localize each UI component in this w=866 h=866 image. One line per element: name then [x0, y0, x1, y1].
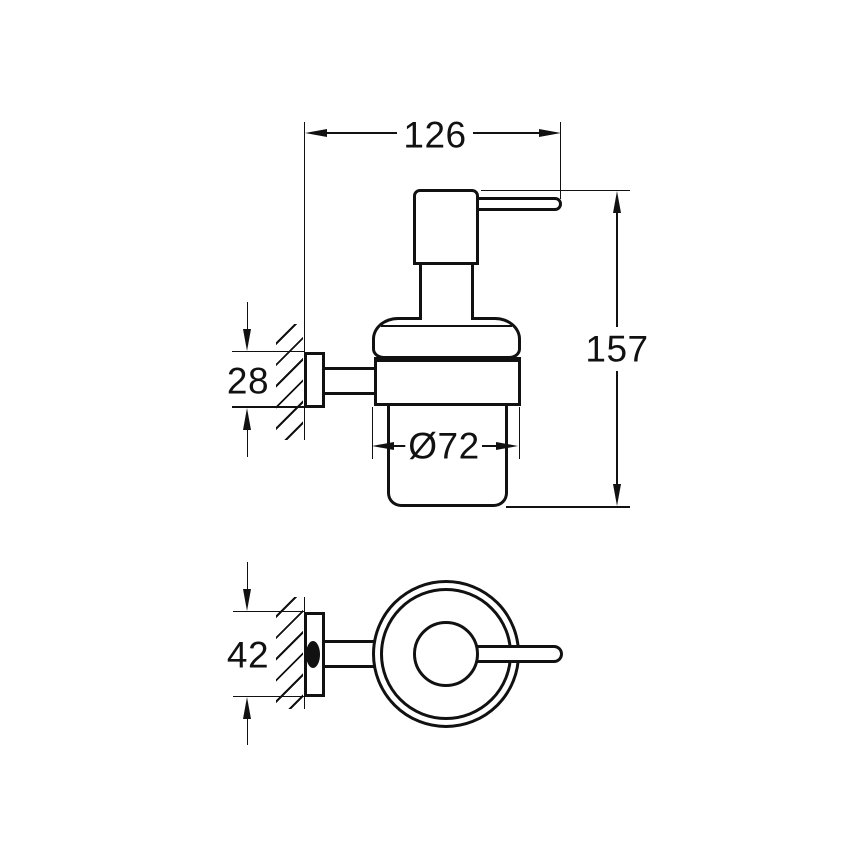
dim-line: [616, 213, 618, 327]
mount-arm: [323, 640, 377, 668]
wall-hatch: [276, 324, 303, 440]
arrowhead-down: [612, 484, 621, 506]
arrowhead-down: [243, 329, 251, 351]
ext-line: [559, 122, 561, 199]
dim-diameter-label: Ø72: [405, 427, 483, 465]
ext-line: [506, 506, 630, 508]
arrowhead-up: [243, 697, 251, 719]
arrowhead-up: [243, 408, 251, 430]
pump-neck: [419, 264, 474, 320]
dim-bracket-width-label: 42: [223, 636, 273, 674]
wall-line: [303, 122, 305, 440]
arrowhead-right: [496, 441, 518, 450]
dim-width-label: 126: [400, 116, 470, 154]
dim-bracket-depth-label: 28: [223, 362, 273, 400]
mount-arm: [323, 367, 376, 395]
ext-line: [233, 610, 304, 612]
arrowhead-left: [305, 128, 327, 137]
arrow-line: [246, 719, 248, 745]
dim-line: [616, 371, 618, 484]
ext-line: [481, 189, 630, 191]
ext-line: [518, 407, 520, 459]
arrow-line: [246, 430, 248, 457]
pump-spout: [476, 197, 562, 211]
pump-head-circle: [413, 621, 479, 687]
ext-line: [232, 350, 304, 352]
arrowhead-right: [539, 128, 561, 137]
arrowhead-up: [612, 191, 621, 213]
dim-height-label: 157: [582, 330, 652, 368]
ext-line: [371, 407, 373, 459]
pump-spout-top: [474, 645, 563, 663]
arrowhead-left: [372, 441, 394, 450]
arrow-line: [246, 302, 248, 329]
dim-line: [473, 132, 539, 134]
dim-line: [394, 445, 406, 447]
screw: [306, 641, 320, 668]
pump-head: [413, 189, 479, 265]
holder-ring: [374, 357, 521, 406]
ext-line: [233, 695, 304, 697]
mount-plate: [304, 352, 325, 408]
dim-line: [327, 132, 397, 134]
dim-line: [482, 445, 496, 447]
wall-hatch: [276, 597, 303, 709]
flange-highlight-line: [381, 325, 512, 327]
dispenser-flange: [372, 317, 521, 359]
ext-line: [232, 406, 304, 408]
arrow-line: [246, 562, 248, 589]
arrowhead-down: [243, 589, 251, 611]
